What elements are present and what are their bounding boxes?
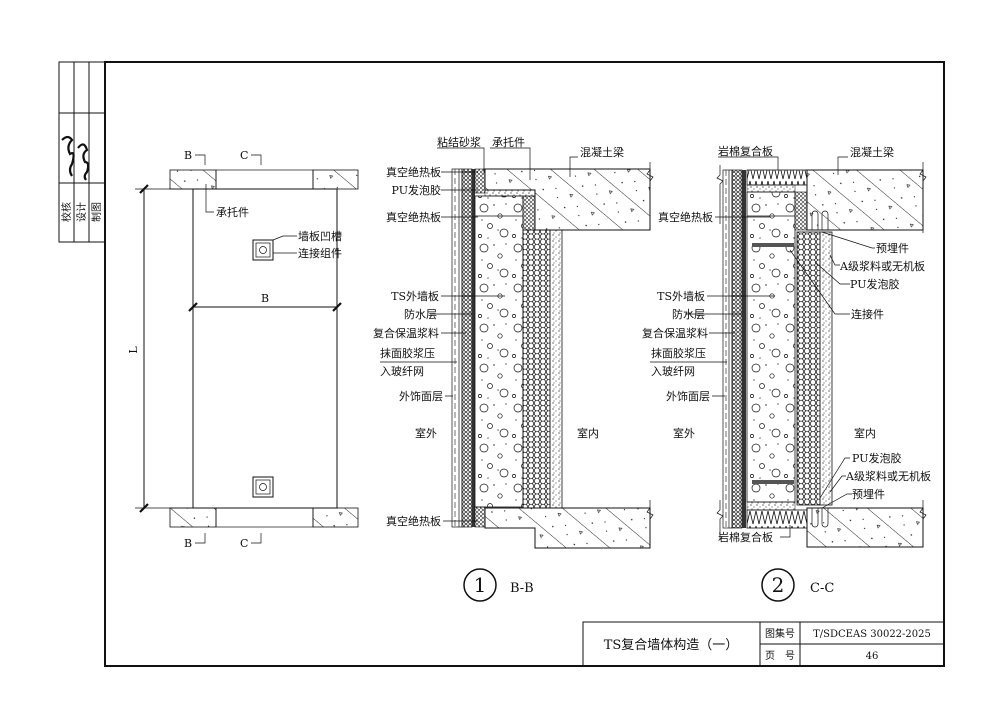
s2-label-waterproof: 防水层 (672, 307, 705, 321)
detail-circle-2 (761, 568, 795, 602)
s2-label-vip: 真空绝热板 (658, 210, 713, 224)
s1-label-pu-foam: PU发泡胶 (392, 183, 441, 197)
detail-name-1: B-B (510, 581, 534, 596)
section-1-bb: 粘结砂浆 承托件 混凝土梁 真空绝热板 PU发泡胶 真空绝热板 TS外墙板 防水… (373, 135, 654, 602)
detail-number-2: 2 (772, 573, 785, 597)
connector-bottom (252, 476, 274, 498)
s2-label-inside: 室内 (854, 426, 876, 440)
s1-label-outside: 室外 (415, 426, 437, 440)
title-block: TS复合墙体构造（一） 图集号 T/SDCEAS 30022-2025 页 号 … (582, 621, 945, 667)
role-designer: 设计 (75, 202, 88, 222)
s1-label-plaster-1: 抹面胶浆压 (380, 346, 435, 360)
s1-label-bracket: 承托件 (492, 135, 525, 149)
sheet-border (104, 61, 945, 667)
section-mark-c-bottom: C (240, 537, 248, 550)
s1-label-inside: 室内 (577, 426, 599, 440)
connector-label: 连接组件 (298, 246, 342, 260)
s2-label-pu-top: PU发泡胶 (850, 277, 899, 291)
s2-label-a-grade-top: A级浆料或无机板 (839, 259, 925, 273)
s2-label-insulation-mortar: 复合保温浆料 (642, 326, 708, 340)
detail-circle-1 (463, 568, 497, 602)
ts-panel (474, 195, 524, 508)
connector-plate-top (752, 243, 794, 247)
s1-label-finish: 外饰面层 (399, 389, 443, 403)
s2-label-pu-bottom: PU发泡胶 (852, 451, 901, 465)
page-number-label: 页 号 (765, 650, 795, 662)
s2-label-embed-bottom: 预埋件 (852, 488, 885, 501)
bracket-label: 承托件 (216, 205, 249, 219)
connector-plate-bottom (752, 480, 794, 484)
page-number: 46 (866, 651, 879, 662)
s1-label-vip-top: 真空绝热板 (386, 165, 441, 179)
s1-label-vip-bottom: 真空绝热板 (386, 514, 441, 528)
width-dim-label: B (261, 292, 269, 305)
role-checker: 校核 (60, 202, 73, 222)
groove-label: 墙板凹槽 (298, 229, 342, 243)
detail-name-2: C-C (810, 581, 834, 596)
s1-label-beam: 混凝土梁 (580, 145, 624, 159)
s1-label-plaster-2: 入玻纤网 (380, 365, 424, 378)
wall-panel (192, 188, 338, 509)
s2-label-connector: 连接件 (851, 308, 884, 321)
section-mark-b-top: B (184, 149, 192, 162)
s2-label-rockwool-top: 岩棉复合板 (718, 144, 773, 158)
length-dim-label: L (127, 346, 140, 354)
s1-label-ts-panel: TS外墙板 (391, 289, 439, 303)
atlas-number: T/SDCEAS 30022-2025 (813, 629, 931, 640)
section-mark-c-top: C (240, 149, 248, 162)
side-strip: 校核 设计 制图 (58, 61, 106, 243)
elevation-view: B L 承托件 墙板凹槽 连接组件 B C B C (127, 149, 359, 550)
connector-top (252, 239, 274, 261)
s2-label-outside: 室外 (673, 426, 695, 440)
section-2-cc: 岩棉复合板 混凝土梁 真空绝热板 预埋件 A级浆料或无机板 PU发泡胶 连接件 … (642, 144, 931, 602)
s1-label-mortar: 粘结砂浆 (437, 135, 481, 149)
s2-label-a-grade-bottom: A级浆料或无机板 (845, 469, 931, 483)
drawing-title: TS复合墙体构造（一） (604, 638, 739, 653)
s2-label-finish: 外饰面层 (666, 389, 710, 403)
rockwool-bottom (746, 509, 808, 529)
atlas-number-label: 图集号 (765, 627, 795, 640)
s1-label-waterproof: 防水层 (404, 307, 437, 321)
signature-scribbles (61, 135, 90, 181)
s1-label-vip-mid: 真空绝热板 (386, 210, 441, 224)
role-drafter: 制图 (90, 202, 103, 222)
rockwool-top (746, 169, 808, 186)
s2-label-plaster-1: 抹面胶浆压 (651, 346, 706, 360)
s2-label-plaster-2: 入玻纤网 (651, 365, 695, 378)
s2-label-beam: 混凝土梁 (850, 145, 894, 159)
s2-label-rockwool-bottom: 岩棉复合板 (718, 530, 773, 544)
section-mark-b-bottom: B (184, 537, 192, 550)
detail-number-1: 1 (474, 573, 487, 597)
s1-label-insulation-mortar: 复合保温浆料 (373, 326, 439, 340)
s2-label-ts-panel: TS外墙板 (657, 289, 705, 303)
s2-label-embed-top: 预埋件 (876, 242, 909, 255)
